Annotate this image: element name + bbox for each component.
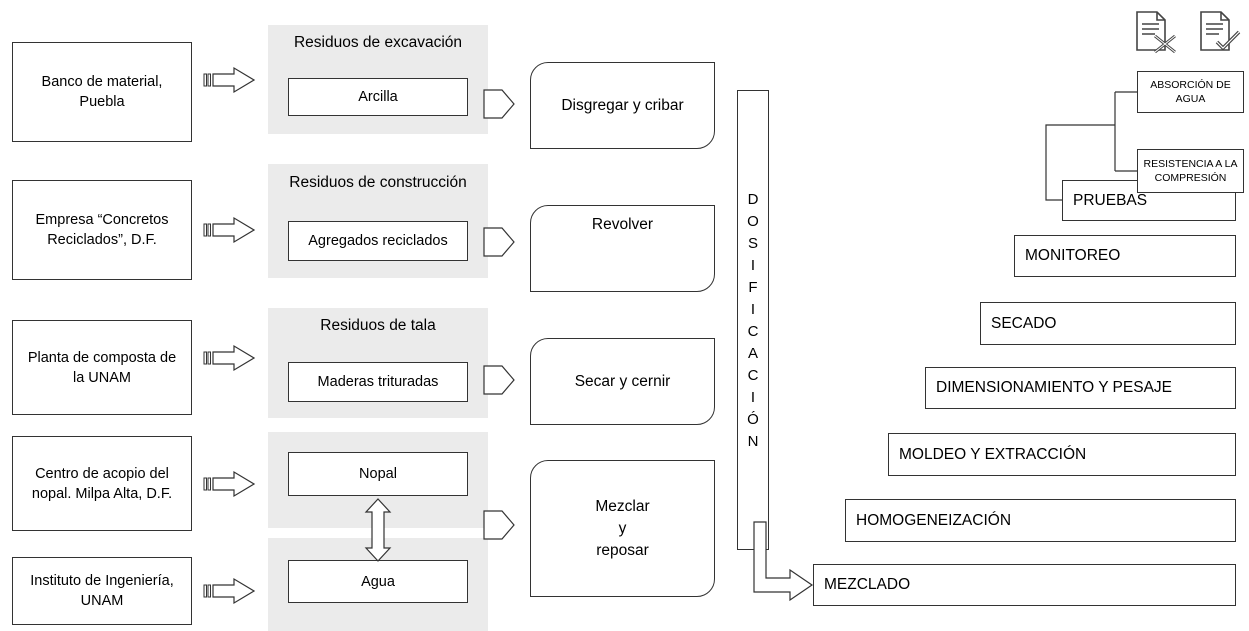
dosificacion-letter: S [747, 235, 758, 252]
striped-arrow-icon [203, 345, 255, 371]
dosificacion-letter: I [750, 389, 756, 406]
elbow-arrow-icon [753, 521, 814, 602]
process-mezclar-reposar: Mezclar y reposar [530, 460, 715, 597]
material-agregados-reciclados: Agregados reciclados [288, 221, 468, 261]
process-secar-cernir: Secar y cernir [530, 338, 715, 425]
step-moldeo-extraccion: MOLDEO Y EXTRACCIÓN [888, 433, 1236, 476]
test-resistencia-compresion: RESISTENCIA A LA COMPRESIÓN [1137, 149, 1244, 193]
dosificacion-column: D O S I F I C A C I Ó N [737, 90, 769, 550]
material-nopal: Nopal [288, 452, 468, 496]
step-dimensionamiento-pesaje: DIMENSIONAMIENTO Y PESAJE [925, 367, 1236, 409]
tests-bracket [1045, 91, 1137, 201]
dosificacion-letter: C [747, 323, 759, 340]
dosificacion-letter: I [750, 301, 756, 318]
dosificacion-letter: D [747, 191, 759, 208]
panel-title: Residuos de excavación [293, 34, 463, 51]
striped-arrow-icon [203, 471, 255, 497]
source-instituto-ingenieria: Instituto de Ingeniería, UNAM [12, 557, 192, 625]
source-concretos-reciclados: Empresa “Concretos Reciclados”, D.F. [12, 180, 192, 280]
pentagon-arrow-icon [483, 365, 515, 395]
material-maderas-trituradas: Maderas trituradas [288, 362, 468, 402]
pentagon-arrow-icon [483, 227, 515, 257]
source-planta-composta: Planta de composta de la UNAM [12, 320, 192, 415]
panel-residuos-excavacion: Residuos de excavación Arcilla [268, 25, 488, 134]
test-absorcion-agua: ABSORCIÓN DE AGUA [1137, 71, 1244, 113]
striped-arrow-icon [203, 67, 255, 93]
dosificacion-letter: O [747, 213, 759, 230]
dosificacion-letter: N [747, 433, 759, 450]
step-secado: SECADO [980, 302, 1236, 345]
dosificacion-letter: C [747, 367, 759, 384]
pentagon-arrow-icon [483, 89, 515, 119]
dosificacion-letter: F [748, 279, 758, 296]
document-approve-icon [1200, 11, 1241, 51]
striped-arrow-icon [203, 578, 255, 604]
document-reject-icon [1136, 11, 1176, 54]
source-centro-acopio-nopal: Centro de acopio del nopal. Milpa Alta, … [12, 436, 192, 531]
panel-title: Residuos de construcción [289, 174, 467, 191]
double-arrow-icon [364, 498, 392, 562]
panel-residuos-tala: Residuos de tala Maderas trituradas [268, 308, 488, 418]
dosificacion-letter: Ó [747, 411, 759, 428]
step-mezclado: MEZCLADO [813, 564, 1236, 606]
panel-residuos-construccion: Residuos de construcción Agregados recic… [268, 164, 488, 278]
process-disgregar-cribar: Disgregar y cribar [530, 62, 715, 149]
pentagon-arrow-icon [483, 510, 515, 540]
dosificacion-letter: I [750, 257, 756, 274]
source-banco-material: Banco de material, Puebla [12, 42, 192, 142]
dosificacion-letter: A [747, 345, 758, 362]
step-homogeneizacion: HOMOGENEIZACIÓN [845, 499, 1236, 542]
material-arcilla: Arcilla [288, 78, 468, 116]
striped-arrow-icon [203, 217, 255, 243]
panel-title: Residuos de tala [320, 317, 436, 334]
step-monitoreo: MONITOREO [1014, 235, 1236, 277]
process-revolver: Revolver [530, 205, 715, 292]
